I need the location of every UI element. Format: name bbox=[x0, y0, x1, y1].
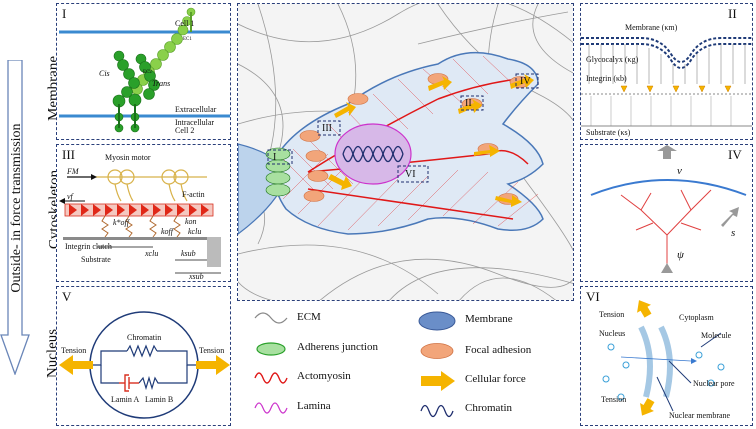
chromatin-label: Chromatin bbox=[127, 333, 162, 342]
cytoplasm-label: Cytoplasm bbox=[679, 313, 714, 322]
legend: ECM Membrane Adherens junction Focal adh… bbox=[237, 306, 574, 426]
legend-adherens: Adherens junction bbox=[297, 341, 378, 353]
panel-nuclear-pore: VI Tension Nucleus Cytoplasm Molecule Nu… bbox=[580, 286, 753, 426]
s-label: s bbox=[731, 227, 736, 239]
panel-membrane-integrin: II Membrane (κm) Glycocalyx (κg) Integri… bbox=[580, 3, 753, 140]
ec1-label: EC1 bbox=[183, 37, 192, 42]
substrate-label: Substrate bbox=[81, 255, 111, 264]
center-tag-6: VI bbox=[405, 169, 416, 180]
factin-label: F-actin bbox=[182, 190, 205, 199]
panel-nucleus-mechanics: V Chromatin Tension Tension Lamin A Lami… bbox=[56, 286, 231, 426]
legend-membrane: Membrane bbox=[465, 313, 513, 325]
extracellular-label: Extracellular bbox=[175, 105, 217, 114]
ksub-label: ksub bbox=[181, 249, 196, 258]
center-cell-diagram: I II III IV VI bbox=[237, 3, 574, 301]
nucleus-label: Nucleus bbox=[599, 329, 626, 338]
legend-lamina: Lamina bbox=[297, 400, 331, 412]
cell2-label: Cell 2 bbox=[175, 126, 195, 135]
xsub-label: xsub bbox=[189, 272, 204, 281]
tension-right-label: Tension bbox=[199, 346, 225, 355]
psi-label: ψ bbox=[677, 249, 684, 261]
center-tag-4: IV bbox=[520, 76, 531, 87]
kon-label: kon bbox=[185, 217, 197, 226]
nuclear-pore-label: Nuclear pore bbox=[693, 379, 735, 388]
cis-label: Cis bbox=[99, 69, 110, 78]
legend-actomyosin: Actomyosin bbox=[297, 370, 351, 382]
myosin-label: Myosin motor bbox=[105, 153, 151, 162]
v-label: v bbox=[677, 165, 682, 177]
kclu-label: kclu bbox=[188, 227, 202, 236]
ec2-label: EC2 bbox=[143, 70, 152, 75]
panel-numeral: IV bbox=[728, 147, 742, 162]
center-tag-1: I bbox=[273, 152, 277, 163]
vf-label: vf bbox=[67, 192, 73, 201]
tension-top-label: Tension bbox=[599, 310, 625, 319]
molecule-label: Molecule bbox=[701, 331, 732, 340]
substrate-k-label: Substrate (κs) bbox=[586, 128, 631, 137]
legend-chromatin: Chromatin bbox=[465, 402, 513, 414]
integrin-k-label: Integrin (κb) bbox=[586, 74, 627, 83]
outside-in-arrow bbox=[0, 60, 30, 375]
panel-cytoskeleton-clutch: III Myosin motor FM bbox=[56, 144, 231, 282]
xclu-label: xclu bbox=[145, 249, 159, 258]
integrin-clutch-label: Integrin clutch bbox=[65, 242, 112, 251]
panel-numeral: I bbox=[62, 6, 67, 21]
nuclear-membrane-label: Nuclear membrane bbox=[669, 411, 731, 420]
center-tag-2: II bbox=[465, 98, 472, 109]
legend-focal: Focal adhesion bbox=[465, 344, 532, 356]
tension-bottom-label: Tension bbox=[601, 395, 627, 404]
outside-in-label: Outside- in force transmission bbox=[9, 123, 24, 293]
membrane-k-label: Membrane (κm) bbox=[625, 23, 678, 32]
trans-label: Trans bbox=[152, 79, 171, 88]
lamin-b-label: Lamin B bbox=[145, 395, 174, 404]
panel-numeral: V bbox=[62, 289, 72, 304]
panel-numeral: VI bbox=[586, 289, 600, 304]
koff-label: koff bbox=[161, 227, 173, 236]
intracellular-label: Intracellular bbox=[175, 118, 215, 127]
tension-left-label: Tension bbox=[61, 346, 87, 355]
panel-numeral: II bbox=[728, 6, 737, 21]
panel-filament-growth: IV v s ψ bbox=[580, 144, 753, 282]
glycocalyx-label: Glycocalyx (κg) bbox=[586, 55, 639, 64]
legend-ecm: ECM bbox=[297, 311, 321, 323]
koff-star-label: k*off bbox=[113, 218, 129, 227]
legend-force: Cellular force bbox=[465, 373, 526, 385]
panel-membrane-cadherin: I Cell 1 Cell 2 Cis Trans EC1 EC2 Extrac… bbox=[56, 3, 231, 140]
cell1-label: Cell 1 bbox=[175, 19, 195, 28]
lamin-a-label: Lamin A bbox=[111, 395, 140, 404]
center-tag-3: III bbox=[322, 123, 332, 134]
fm-label: FM bbox=[67, 167, 79, 176]
panel-numeral: III bbox=[62, 147, 75, 162]
